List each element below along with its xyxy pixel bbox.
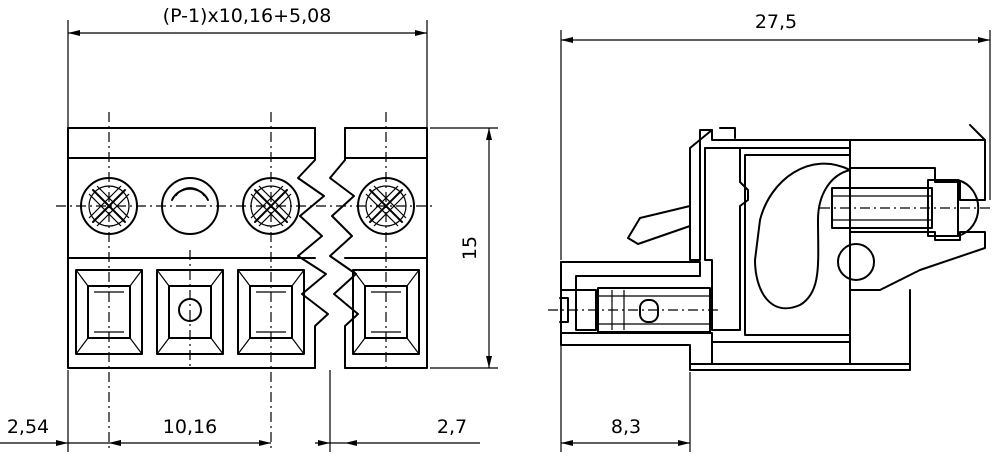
side-view: 27,5: [548, 11, 992, 452]
screw-side-icon: [831, 179, 980, 281]
dimension-bottom-depth: 8,3: [560, 346, 691, 452]
dimension-label-depth: 8,3: [611, 416, 641, 438]
clamp-cage: [744, 154, 851, 336]
dimension-label-top-right: 27,5: [755, 11, 797, 33]
center-lines-front: [56, 112, 436, 450]
dimension-label-gap: 2,7: [437, 416, 467, 438]
front-view: (P-1)x10,16+5,08: [0, 5, 498, 452]
dimension-bottom-left: 2,54 10,16: [0, 370, 271, 452]
dimension-label-height: 15: [459, 236, 481, 260]
dimension-label-pitch-offset: 2,54: [7, 416, 49, 438]
dimension-height: 15: [430, 127, 498, 369]
dimension-label-top-left: (P-1)x10,16+5,08: [163, 5, 332, 27]
latch: [627, 205, 691, 245]
dimension-label-pitch: 10,16: [163, 416, 217, 438]
center-lines-side: [548, 207, 992, 311]
dimension-top-right: 27,5: [560, 11, 991, 260]
dimension-top-left: (P-1)x10,16+5,08: [67, 5, 428, 128]
dimension-bottom-gap: 2,7: [315, 370, 480, 452]
housing-section: [559, 124, 986, 371]
